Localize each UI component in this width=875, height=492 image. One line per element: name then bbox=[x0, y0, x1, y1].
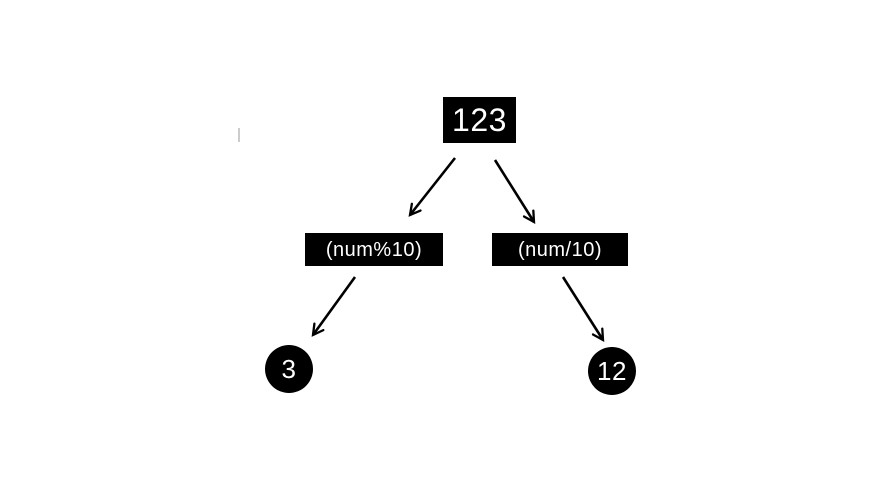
node-mod-operation: (num%10) bbox=[305, 233, 443, 266]
edge-root-to-mod bbox=[408, 157, 457, 217]
stray-text-cursor bbox=[238, 128, 240, 142]
edge-mod-to-result bbox=[311, 276, 357, 337]
node-div-operation: (num/10) bbox=[492, 233, 628, 266]
edge-root-to-div bbox=[493, 159, 536, 225]
node-mod-result: 3 bbox=[265, 345, 313, 393]
node-div-result: 12 bbox=[588, 347, 636, 395]
edge-div-to-result bbox=[561, 276, 605, 343]
node-root: 123 bbox=[443, 97, 516, 143]
